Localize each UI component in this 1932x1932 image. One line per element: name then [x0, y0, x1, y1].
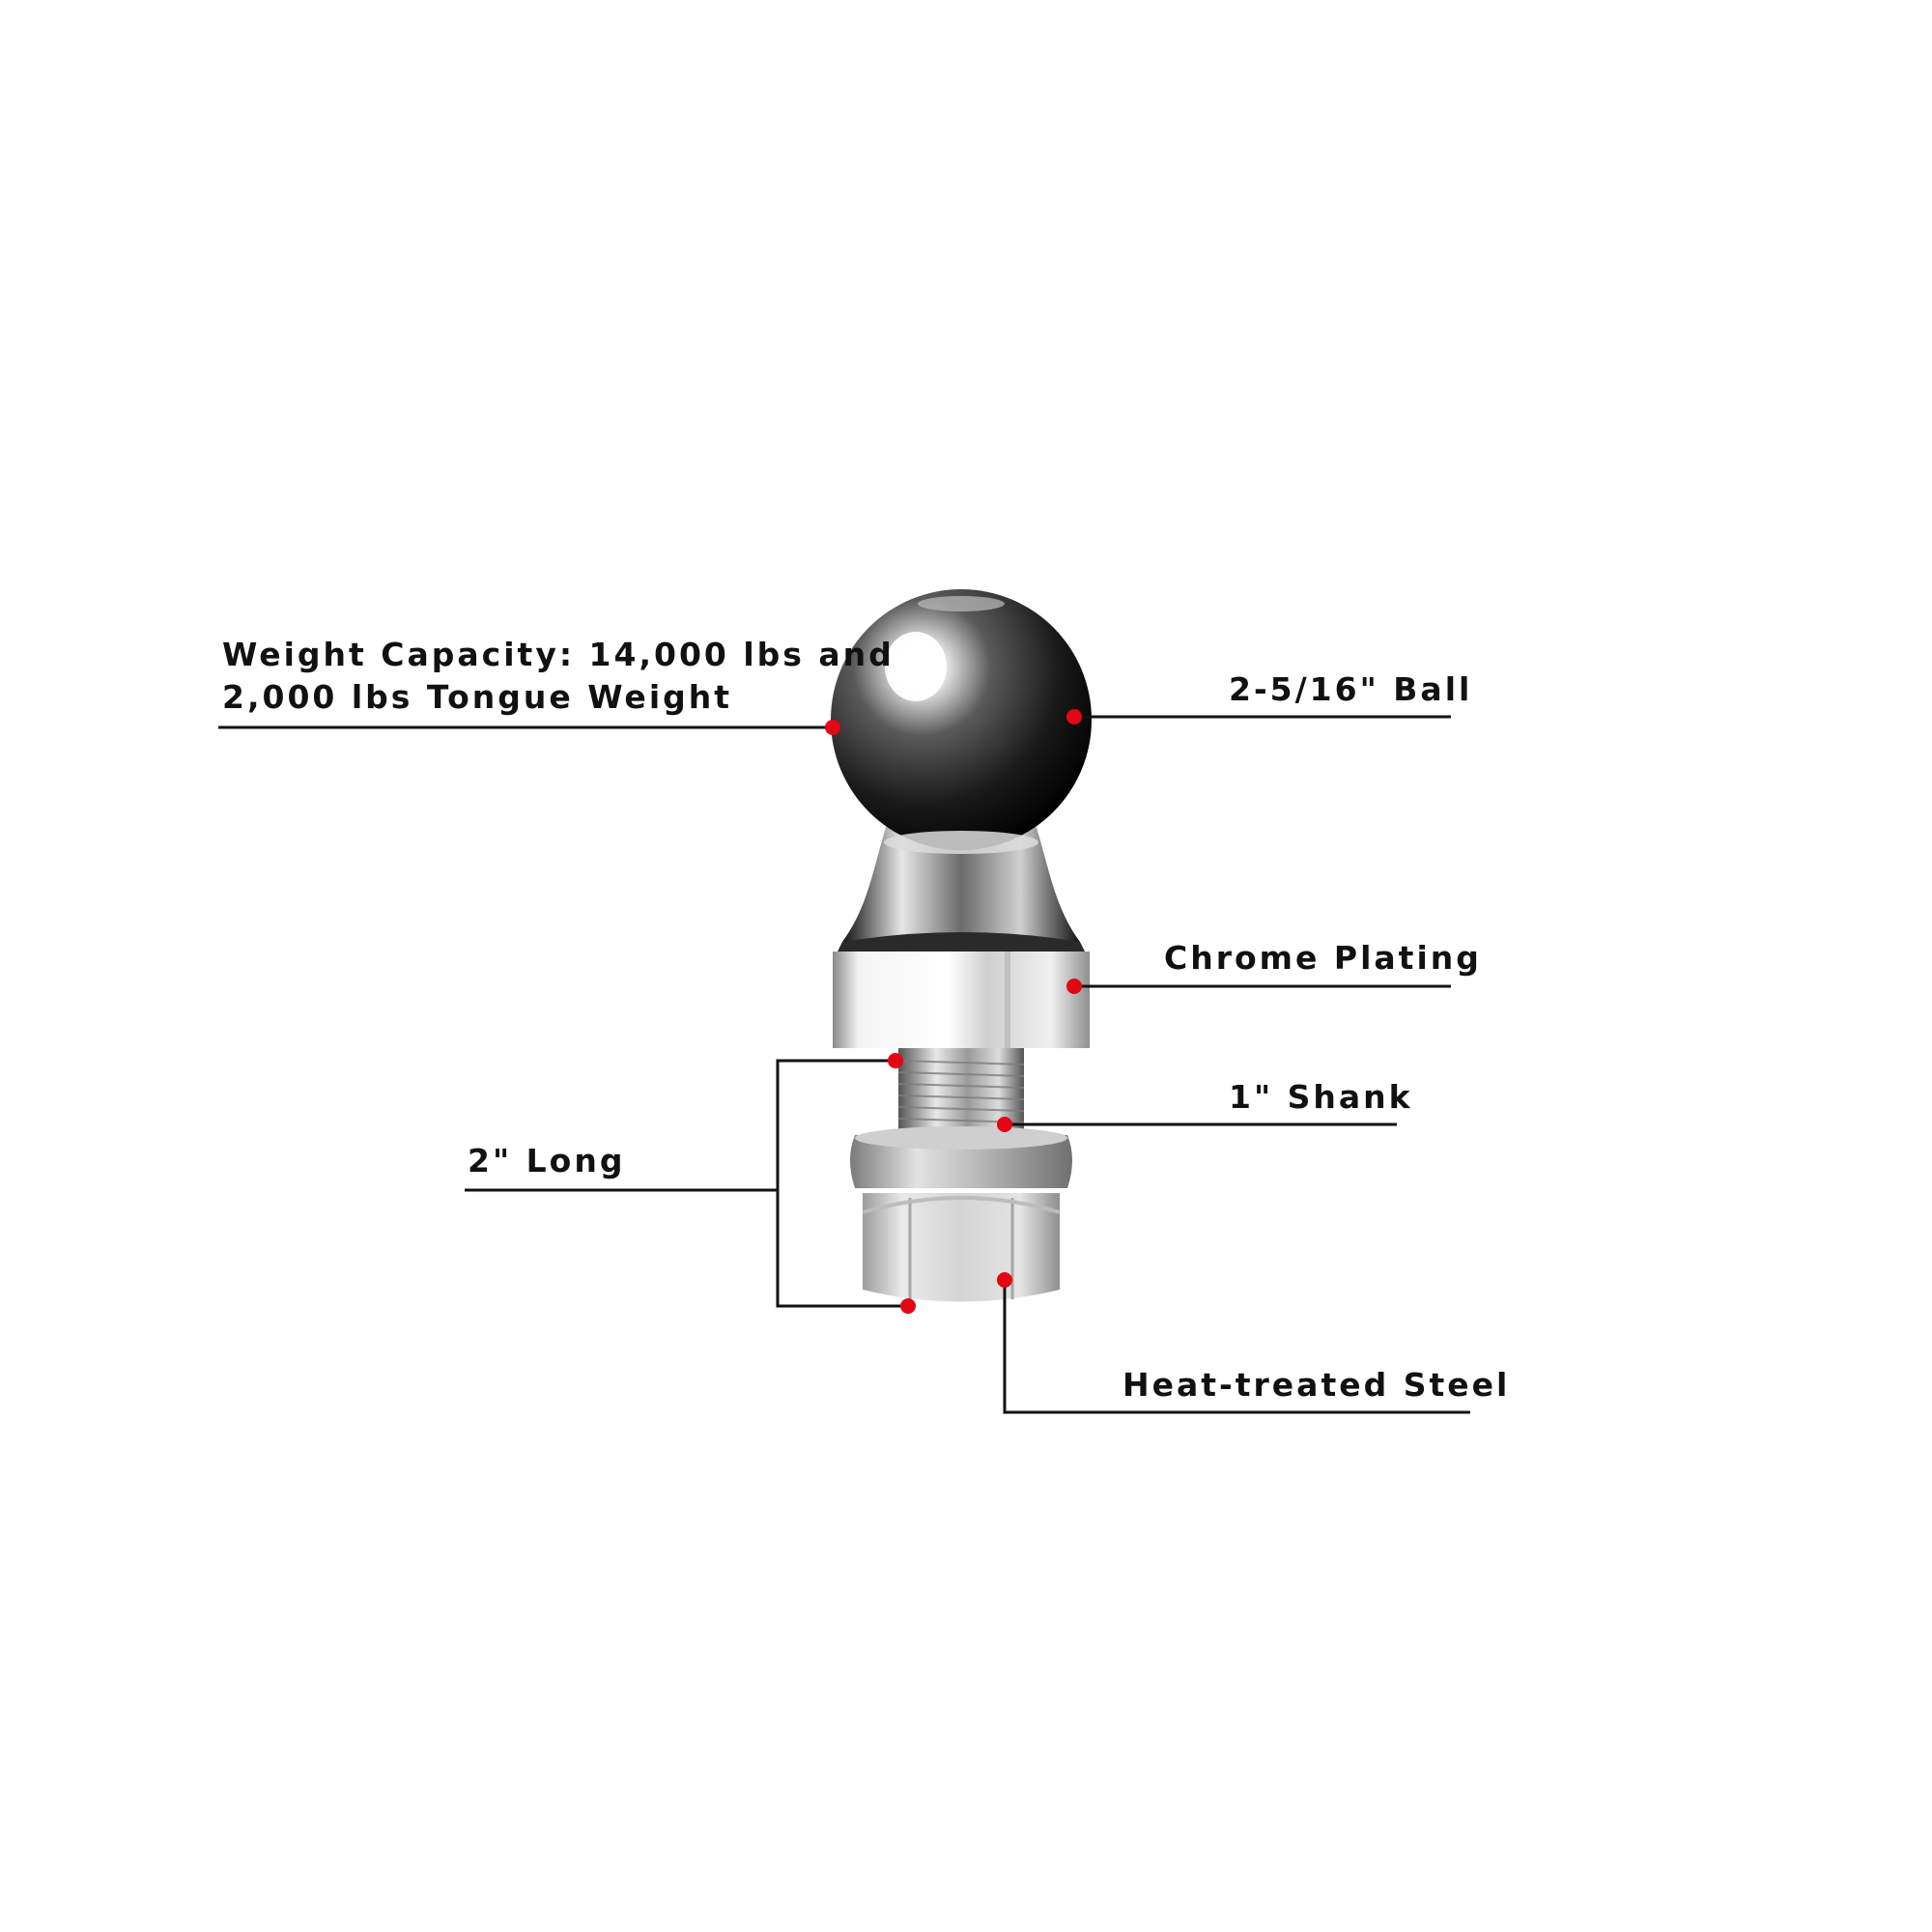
callout-lines: [218, 715, 1470, 1414]
weight-callout-dot: [825, 720, 840, 735]
collar-edge-right: [1005, 952, 1010, 1048]
nut-chamfer: [862, 1196, 1061, 1214]
weight-capacity-label: Weight Capacity: 14,000 lbs and 2,000 lb…: [222, 634, 895, 719]
washer-top: [855, 1126, 1067, 1150]
steel-callout-line: [1003, 1280, 1470, 1414]
long-callout-dot-top: [888, 1053, 903, 1068]
shank-size-label: 1" Shank: [1229, 1078, 1413, 1116]
ball-top-mark: [918, 596, 1005, 611]
hitch-ball-illustration: [831, 589, 1092, 1302]
steel-label: Heat-treated Steel: [1122, 1366, 1511, 1404]
chrome-callout-dot: [1066, 979, 1082, 994]
ball-band: [884, 831, 1038, 854]
shank-callout-dot: [997, 1117, 1012, 1132]
ball-sphere: [831, 589, 1092, 850]
washer: [850, 1135, 1072, 1188]
nut: [863, 1193, 1060, 1302]
callout-dots: [825, 709, 1082, 1314]
long-callout-bracket: [776, 1059, 908, 1308]
weight-capacity-line-2: 2,000 lbs Tongue Weight: [222, 678, 733, 716]
ball-callout-dot: [1066, 709, 1082, 724]
weight-capacity-line-1: Weight Capacity: 14,000 lbs and: [222, 636, 895, 673]
collar-hex: [833, 952, 1090, 1048]
ball-highlight: [885, 632, 947, 701]
chrome-plating-label: Chrome Plating: [1164, 939, 1482, 977]
ball-size-label: 2-5/16" Ball: [1229, 670, 1473, 708]
long-callout-dot-bottom: [900, 1298, 916, 1314]
length-label: 2" Long: [468, 1142, 626, 1179]
steel-callout-dot: [997, 1272, 1012, 1288]
